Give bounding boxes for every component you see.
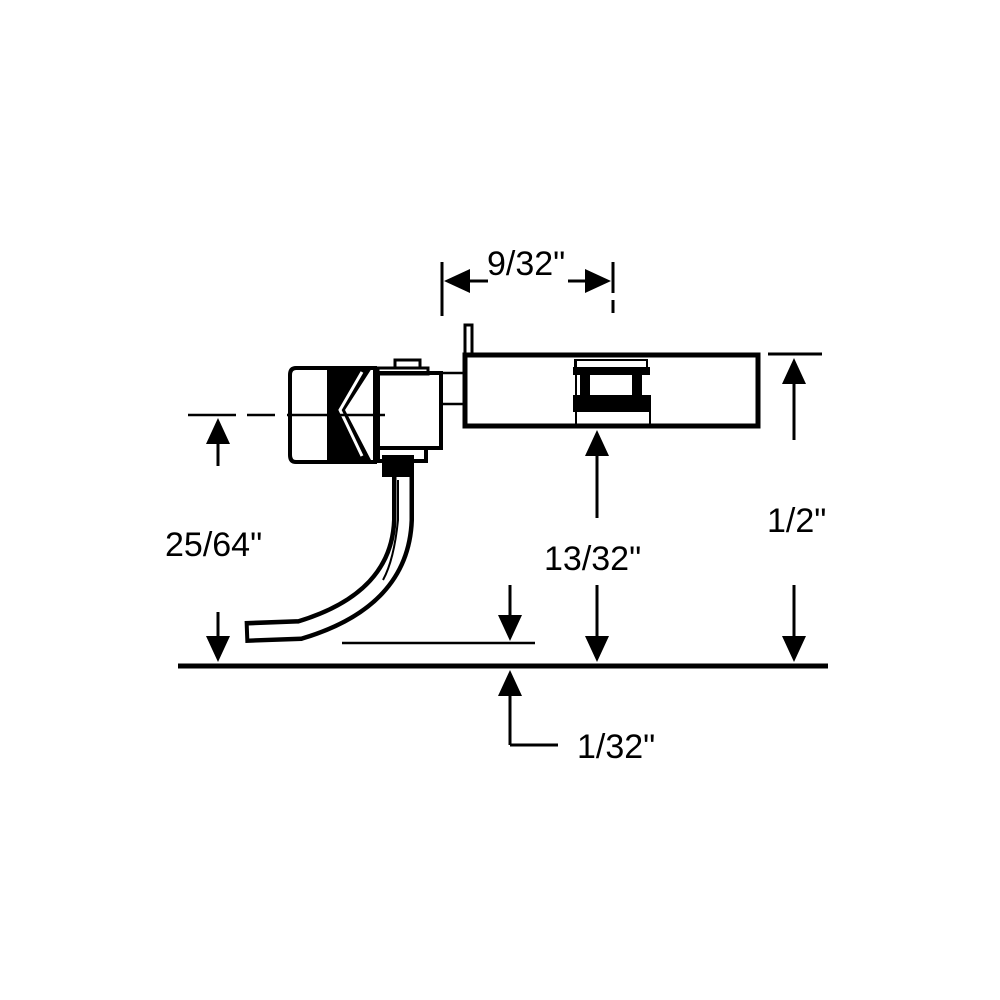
arrow-up-icon [782, 358, 806, 384]
coupler-head [288, 358, 443, 464]
draft-gear-box [462, 352, 761, 429]
arrow-right-icon [585, 269, 611, 293]
dim-label-box-bottom-height: 13/32" [544, 540, 641, 578]
dim-label-centerline-height: 25/64" [165, 526, 262, 564]
trip-pin [244, 455, 414, 643]
arrow-down-icon [585, 636, 609, 662]
arrow-down-icon [782, 636, 806, 662]
centering-spring-pocket [573, 359, 651, 426]
dim-label-shank-offset: 9/32" [487, 245, 565, 283]
dim-label-box-top-height: 1/2" [767, 502, 826, 540]
arrow-up-icon [206, 418, 230, 444]
arrow-left-icon [444, 269, 470, 293]
arrow-up-icon [585, 430, 609, 456]
mounting-post [463, 323, 474, 357]
dim-label-trip-pin-clearance: 1/32" [577, 728, 655, 766]
arrow-down-icon [206, 636, 230, 662]
arrow-up-icon [498, 670, 522, 696]
arrow-down-icon [498, 615, 522, 641]
